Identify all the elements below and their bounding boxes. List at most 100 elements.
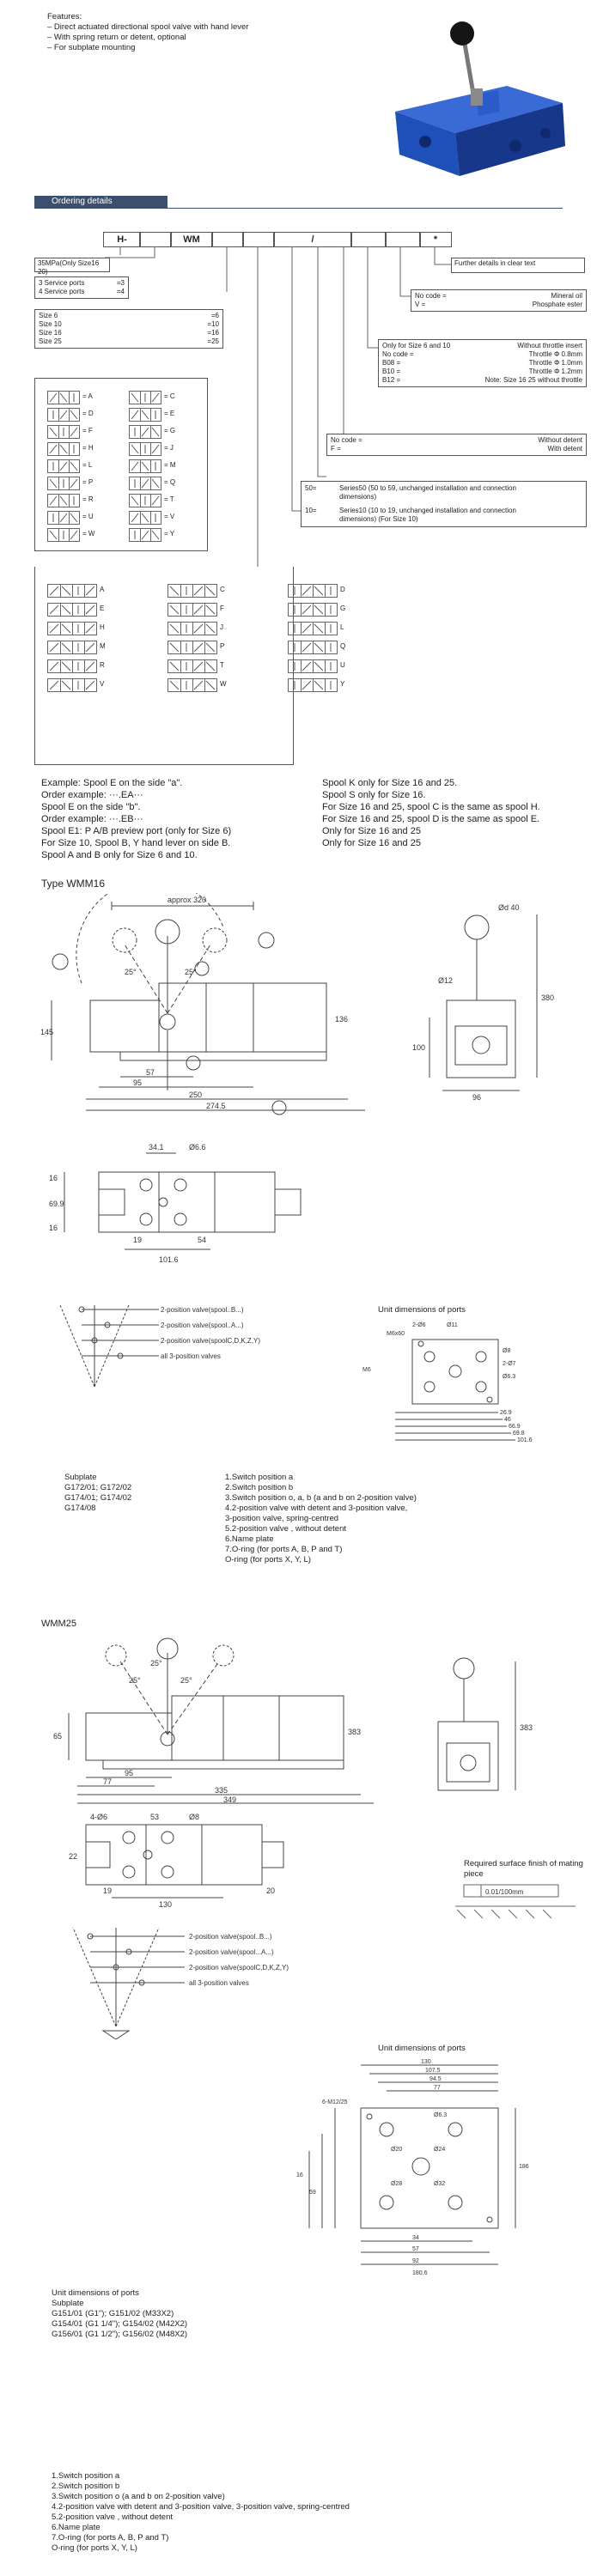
wmm16-subplate-block: Subplate G172/01; G172/02 G174/01; G174/…	[64, 1473, 132, 1513]
dim-label: Ø6.3	[503, 1374, 515, 1380]
dim-label: 57	[146, 1068, 155, 1077]
position-label: 2-position valve(spool..A...)	[161, 1321, 244, 1329]
spool-letter: = L	[82, 461, 93, 469]
spool-letter: = T	[164, 495, 174, 503]
spool-symbol: = J	[129, 442, 174, 456]
dim-label: 100	[412, 1043, 425, 1052]
further-details-box: Further details in clear text	[451, 258, 585, 273]
wmm16-ports-diagram: 2-Ø6 Ø11 M6x60 Ø8 2-Ø7 Ø6.3 M6 26.9 46 6…	[362, 1322, 533, 1443]
dim-label: 136	[335, 1015, 348, 1024]
wmm25-subplate-block: Unit dimensions of ports Subplate G151/0…	[52, 2288, 188, 2339]
dim-label: Ø6.3	[434, 2112, 447, 2118]
code-cell-blank	[242, 232, 275, 247]
wmm25-legend: 1.Switch position a 2.Switch position b …	[52, 2471, 350, 2553]
dim-label: Ø8	[503, 1348, 510, 1354]
dim-label: 65	[53, 1732, 62, 1741]
spool-letter: = M	[164, 461, 176, 469]
dim-label: 335	[215, 1786, 228, 1795]
spool-area-top: = A= C= D= E= F= G= H= J= L= M= P= Q= R=…	[47, 391, 210, 545]
spool-letter: R	[100, 661, 105, 669]
dim-label: 25°	[180, 1676, 192, 1685]
dim-label: 107.5	[425, 2068, 441, 2074]
wmm25-front-view: 25° 25° 25° 95 77 335 349 65 383	[53, 1637, 374, 1804]
wmm25-title: WMM25	[41, 1619, 76, 1629]
spool-symbol: H	[47, 622, 105, 635]
series-box: 50=Series50 (50 to 59, unchanged install…	[301, 481, 587, 527]
position-label: 2-position valve(spool...A...)	[189, 1948, 274, 1956]
dim-label: 53	[150, 1813, 159, 1821]
dim-label: 101.6	[517, 1437, 533, 1443]
dim-label: 25°	[185, 968, 197, 976]
notes-left: Example: Spool E on the side "a". Order …	[41, 778, 232, 860]
spool-symbol: = C	[129, 391, 175, 404]
spool-letter: V	[100, 680, 105, 688]
code-cell-star: *	[419, 232, 452, 247]
service-ports-box: 3 Service ports=3 4 Service ports=4	[34, 276, 129, 299]
code-cell-h: H-	[103, 232, 141, 247]
wmm16-ports-title: Unit dimensions of ports	[378, 1305, 466, 1315]
spool-symbol: = D	[47, 408, 94, 422]
dim-label: 94.5	[429, 2076, 442, 2082]
dim-label: 19	[133, 1236, 142, 1244]
spool-letter: J	[220, 623, 223, 631]
dim-label: 2-Ø7	[503, 1361, 516, 1367]
dim-label: Ø32	[434, 2181, 445, 2187]
wmm16-top-view: 34.1 Ø6.6 16 69.9 16 101.6 19 54	[49, 1143, 302, 1264]
spool-symbol: G	[288, 603, 345, 617]
spool-letter: G	[340, 605, 346, 612]
position-label: all 3-position valves	[189, 1979, 249, 1987]
code-cell-blank	[350, 232, 387, 247]
wmm25-position-diagram: 2-position valve(spool..B...) 2-position…	[72, 1927, 289, 2039]
dim-label: 130	[159, 1900, 172, 1909]
spool-letter: = D	[82, 410, 94, 417]
spool-symbol: J	[168, 622, 223, 635]
feature-item: – With spring return or detent, optional	[47, 33, 186, 42]
dim-label: 25°	[125, 968, 137, 976]
spool-letter: U	[340, 661, 345, 669]
spool-letter: = W	[82, 530, 95, 538]
dim-label: 66.9	[509, 1424, 521, 1430]
spool-symbol: Q	[288, 641, 345, 654]
dim-label: 180.6	[412, 2270, 428, 2276]
ordering-leader-lines	[105, 246, 451, 567]
spool-letter: Y	[340, 680, 345, 688]
spool-symbol: L	[288, 622, 344, 635]
dim-label: 57	[412, 2246, 419, 2252]
wmm16-legend: 1.Switch position a 2.Switch position b …	[225, 1473, 417, 1564]
spool-letter: H	[100, 623, 105, 631]
spool-letter: D	[340, 586, 345, 593]
spool-symbol: = R	[47, 494, 94, 507]
spool-letter: Q	[340, 642, 346, 650]
wmm25-surface-title: Required surface finish of mating piece	[464, 1859, 583, 1879]
dim-label: 383	[348, 1728, 361, 1736]
dim-label: 16	[296, 2172, 303, 2178]
dim-label: Ø24	[434, 2147, 445, 2153]
dim-label: 54	[198, 1236, 206, 1244]
spool-symbol: = G	[129, 425, 175, 439]
code-cell-slash: /	[273, 232, 352, 247]
wmm25-ports-diagram: 130 107.5 94.5 77 6-M12/25 Ø6.3 Ø20 Ø24 …	[296, 2059, 529, 2276]
detent-box: No code =Without detent F =With detent	[326, 434, 587, 456]
dim-label: Ø6.6	[189, 1143, 206, 1151]
spool-symbol: V	[47, 678, 104, 692]
spool-letter: E	[100, 605, 105, 612]
spool-symbol: U	[288, 659, 345, 673]
position-label: 2-position valve(spool..B...)	[161, 1306, 244, 1314]
dim-label: Ø20	[391, 2147, 402, 2153]
spool-symbol: = H	[47, 442, 94, 456]
dim-label: 25°	[129, 1676, 141, 1685]
spool-symbol: = P	[47, 477, 93, 490]
position-label: 2-position valve(spool..B...)	[189, 1933, 272, 1941]
dim-label: 274.5	[206, 1102, 226, 1110]
dim-label: 34.1	[149, 1143, 164, 1151]
dim-label: 383	[520, 1723, 533, 1732]
spool-symbol: = E	[129, 408, 174, 422]
spool-letter: = U	[82, 513, 94, 520]
spool-letter: = Q	[164, 478, 176, 486]
valve-product-image	[395, 21, 565, 176]
dim-label: 130	[421, 2059, 431, 2065]
spool-symbol: = A	[47, 391, 93, 404]
spool-symbols-box	[34, 378, 208, 551]
dim-label: 59	[309, 2190, 316, 2196]
spool-symbol: = V	[129, 511, 174, 525]
